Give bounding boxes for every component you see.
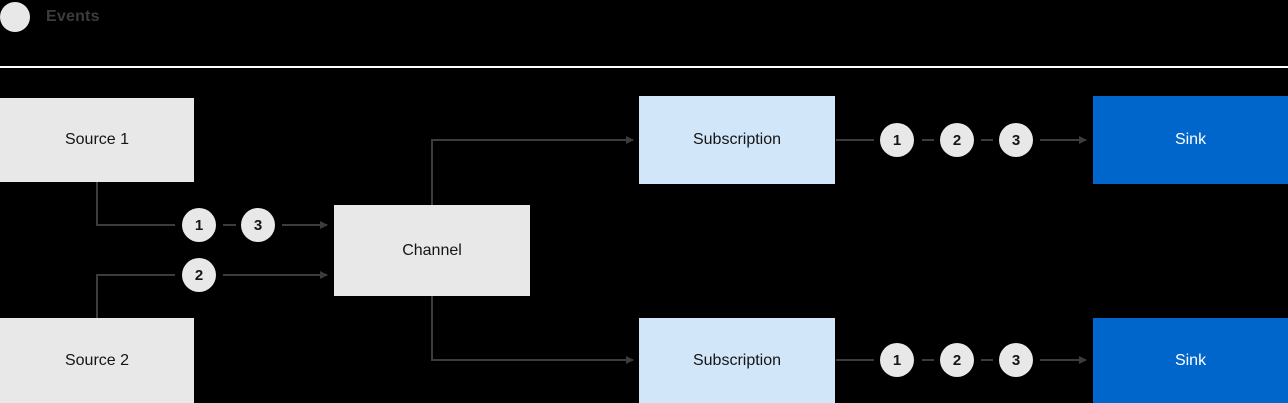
- event-badge-subtop-1: 1: [880, 123, 914, 157]
- event-badge-source1-1: 1: [182, 208, 216, 242]
- event-badge-subbottom-2: 2: [940, 343, 974, 377]
- node-source-1[interactable]: Source 1: [0, 98, 194, 182]
- divider: [0, 66, 1288, 68]
- legend: Events: [0, 0, 1288, 33]
- legend-label: Events: [46, 7, 100, 25]
- node-sink-bottom[interactable]: Sink: [1093, 318, 1288, 403]
- event-badge-subbottom-3: 3: [999, 343, 1033, 377]
- event-badge-source1-3: 3: [241, 208, 275, 242]
- node-sink-top[interactable]: Sink: [1093, 96, 1288, 184]
- node-subscription-bottom[interactable]: Subscription: [639, 318, 835, 403]
- event-badge-subtop-2: 2: [940, 123, 974, 157]
- event-badge-subtop-3: 3: [999, 123, 1033, 157]
- node-channel[interactable]: Channel: [334, 205, 530, 296]
- event-dot-icon: [0, 1, 30, 32]
- event-badge-source2-2: 2: [182, 258, 216, 292]
- node-subscription-top[interactable]: Subscription: [639, 96, 835, 184]
- event-badge-subbottom-1: 1: [880, 343, 914, 377]
- node-source-2[interactable]: Source 2: [0, 318, 194, 403]
